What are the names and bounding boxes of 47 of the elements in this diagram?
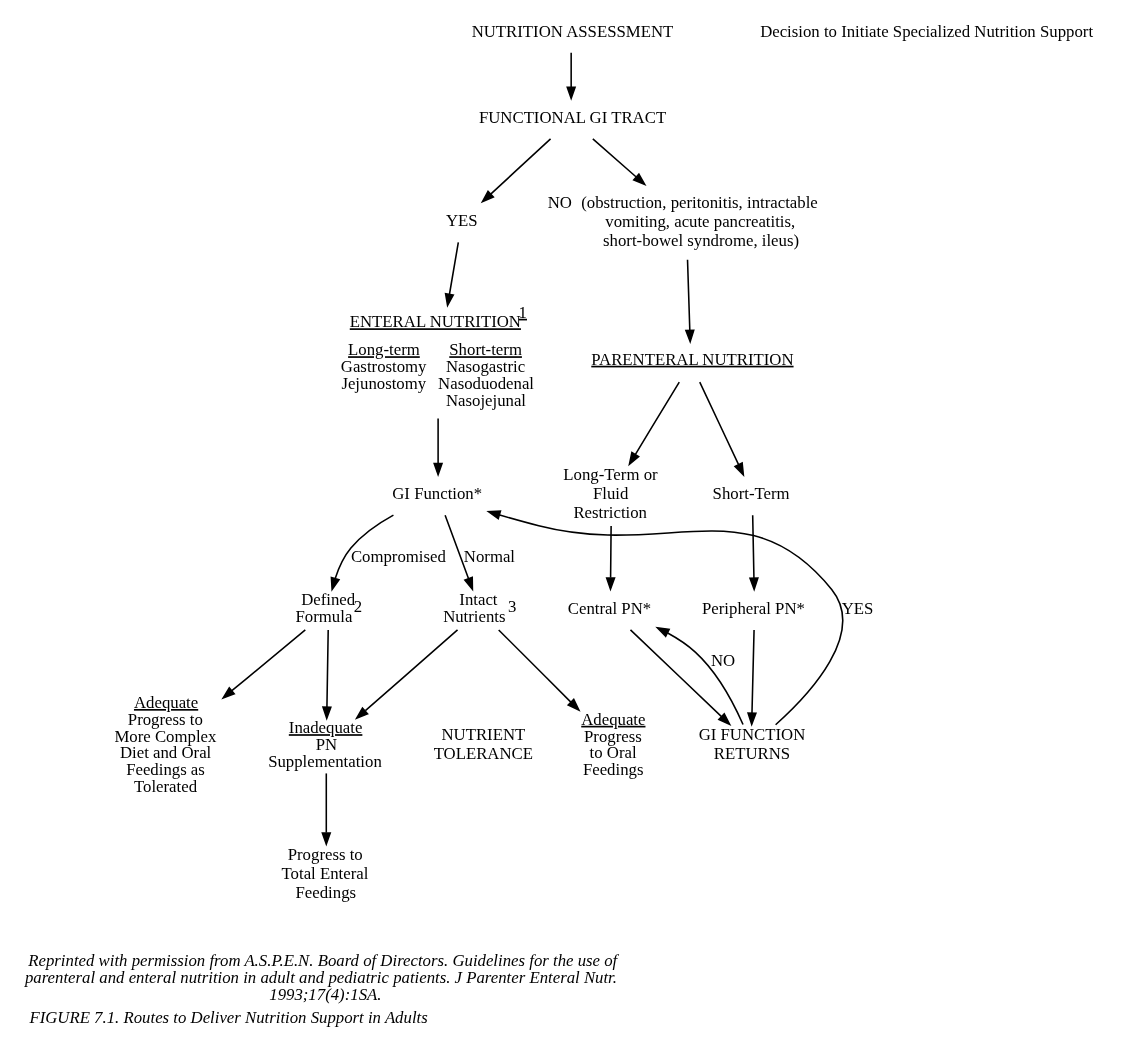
arrow [321,629,332,721]
node-text: Progress to Total Enteral Feedings [281,845,369,903]
arrow [486,510,844,726]
node-text: Short-Term [712,483,790,503]
edge-label: NO [710,650,736,670]
arrow [497,629,581,712]
arrow [221,629,307,700]
node-text: Adequate Progress to More Complex Diet and Oral Feedings as Tolerated [114,693,217,796]
arrow [321,772,332,847]
node-label: Short-term Nasogastric Nasoduodenal Nasojejunal [438,340,535,410]
arrow [592,138,647,187]
arrow [444,514,474,592]
label: Decision to Initiate Specialized Nutrition Support [760,21,1094,41]
arrow [354,629,459,720]
node-text: NUTRITION ASSESSMENT [471,21,674,41]
arrow [330,514,395,592]
label: Reprinted with permission from A.S.P.E.N. Board of Directors. Guidelines for the use of parenteral and enteral nutrition in adult and pediatric patients. J Parenter Enteral Nutr. 1993;17(4):1SA. [24,951,618,1004]
arrow [655,626,744,726]
node-text: FUNCTIONAL GI TRACT [478,107,667,127]
edge-label: Compromised [350,546,446,566]
node-label: (obstruction, peritonitis, intractable vomiting, acute pancreatitis, short-bowel syndrome, ileus) [581,192,818,250]
label: NUTRIENT TOLERANCE [433,725,533,764]
node-text: GI FUNCTION RETURNS [698,725,806,764]
arrow [747,629,758,727]
arrow [629,629,732,727]
arrow [433,417,444,478]
arrow [684,259,695,344]
node-text: NO [547,192,572,212]
arrow [628,381,681,467]
node-text: YES [445,211,478,231]
node-label: Long-term Gastrostomy Jejunostomy [340,340,427,393]
node-text: Peripheral PN* [701,598,805,618]
arrow [698,381,745,477]
node-text: PARENTERAL NUTRITION [591,349,794,369]
node-text: Central PN* [567,598,652,618]
arrow [480,138,552,204]
arrow [566,52,577,101]
arrow [444,241,460,308]
node-text: Adequate Progress to Oral Feedings [581,709,646,780]
edge-label: YES [841,598,874,618]
caption: FIGURE 7.1. Routes to Deliver Nutrition Support in Adults [29,1008,428,1028]
edge-label: Normal [463,546,516,566]
arrow [748,514,759,592]
node-text: Long-Term or Fluid Restriction [563,464,658,522]
arrow [605,525,616,592]
node-text: GI Function* [392,483,483,503]
node-text: Inadequate PN Supplementation [268,718,382,771]
